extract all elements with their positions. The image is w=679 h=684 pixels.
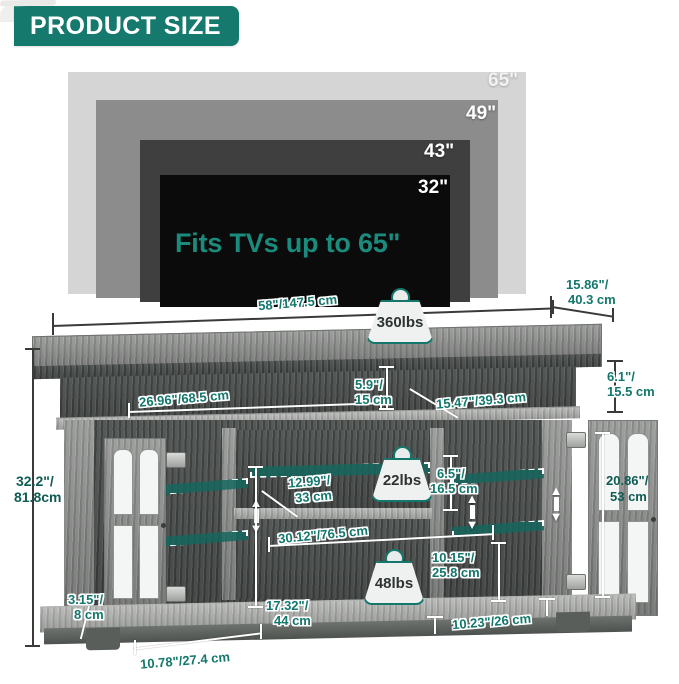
dimline-shelf-gap (450, 455, 452, 511)
tv-label-65: 65" (488, 70, 519, 91)
center-fixed-shelf (234, 508, 432, 519)
dimline-overall-width (51, 307, 552, 327)
label-door-height-line2: 53 cm (610, 489, 647, 504)
left-door-knob[interactable] (161, 523, 166, 528)
arrow-down-glyph-3: ▼ (465, 517, 479, 532)
door-pane-right-bottom (139, 525, 159, 599)
weight-badge-bottom: 48lbs (363, 549, 425, 605)
door-pane-left-top (113, 449, 133, 515)
center-divider-right (430, 428, 444, 600)
dimline-door-height (602, 432, 604, 598)
label-depth-line2: 40.3 cm (568, 292, 616, 307)
weight-label-middle: 22lbs (382, 471, 422, 489)
tick-base-right-b (546, 600, 548, 616)
tick-base-right-b-cap (539, 598, 555, 600)
arrow-down-glyph-4: ▼ (549, 509, 563, 524)
dimline-depth (551, 306, 614, 318)
label-upper-shelf-height-line1: 5.9"/ (355, 377, 383, 392)
tick-door-height-top (595, 432, 610, 434)
label-door-height-line1: 20.86"/ (606, 473, 649, 488)
banner-title: PRODUCT SIZE (30, 11, 221, 40)
tick-overall-height-top (25, 348, 40, 350)
center-divider-left (222, 428, 236, 600)
dimline-top-thickness (614, 360, 616, 412)
label-base-left-width: 10.78"/27.4 cm (139, 649, 231, 672)
tick-top-thickness-bottom (607, 411, 623, 413)
tick-center-width-left (268, 537, 270, 552)
tick-bottom-inner-bottom (248, 606, 263, 608)
tick-center-width-right (492, 525, 494, 540)
label-leg-height-line2: 8 cm (74, 607, 104, 622)
shelf-adjust-arrow-right-cabinet: ▲ ▼ (548, 483, 564, 524)
arrow-up-glyph-3: ▲ (465, 491, 479, 506)
tick-overall-width-right (550, 296, 552, 318)
tick-base-right-a-cap (427, 616, 443, 618)
dimline-overall-height (32, 348, 34, 646)
label-overall-height-line2: 81.8cm (14, 489, 62, 505)
label-bottom-inner-line1: 17.32"/ (266, 598, 309, 613)
label-overall-height-line1: 32.2"/ (16, 473, 54, 489)
left-door-hinge-top (166, 452, 186, 468)
tick-bottom-inner-top (248, 466, 263, 468)
tick-shelf-gap-bottom (443, 509, 458, 511)
tick-door-height-bottom (595, 596, 610, 598)
foot-right (556, 611, 590, 633)
right-door-hinge-bottom (566, 574, 586, 590)
product-size-banner: PRODUCT SIZE (14, 6, 239, 46)
left-side-panel (64, 420, 94, 616)
tick-upper-shelf-right (380, 395, 382, 410)
tick-shelf-gap-top (443, 455, 458, 457)
tick-overall-width-left (52, 313, 54, 335)
right-door-knob[interactable] (651, 517, 656, 522)
tick-bottom-comp-top (491, 542, 506, 544)
label-bottom-compartment-line2: 25.8 cm (432, 565, 480, 580)
label-leg-height-line1: 3.15"/ (68, 592, 104, 607)
foot-left (86, 627, 120, 651)
shelf-adjust-arrow-right: ▲ ▼ (464, 491, 480, 532)
right-door-pane-left-top (598, 433, 620, 511)
tick-bottom-comp-bottom (491, 600, 506, 602)
arrow-up-glyph-4: ▲ (549, 483, 563, 498)
label-upper-shelf-height-line2: 15 cm (355, 392, 392, 407)
fits-tvs-text: Fits TVs up to 65" (175, 228, 401, 258)
label-shelf-gap-line1: 6.5"/ (437, 466, 465, 481)
tv-label-43: 43" (424, 141, 455, 162)
label-bottom-compartment-line1: 10.15"/ (432, 550, 475, 565)
door-pane-left-bottom (113, 525, 133, 599)
tick-overall-height-bottom (25, 645, 40, 647)
tick-depth-right (612, 308, 614, 322)
tick-upper-shelf-h-top (379, 366, 394, 368)
tick-base-left-a (134, 640, 136, 655)
label-top-height-line2: 15.5 cm (607, 384, 655, 399)
right-cabinet-door[interactable] (588, 420, 658, 616)
dimline-bottom-inner-height (255, 466, 257, 608)
tv-label-32: 32" (418, 177, 449, 198)
tick-base-left-b (260, 624, 262, 639)
weight-badge-top: 360lbs (366, 288, 434, 346)
label-top-height-line1: 6.1"/ (607, 369, 635, 384)
right-door-hinge-top (566, 432, 586, 448)
weight-badge-middle: 22lbs (371, 446, 433, 502)
weight-label-bottom: 48lbs (374, 574, 414, 592)
door-pane-right-top (139, 449, 159, 515)
label-mid-shelf-depth-line2: 33 cm (294, 487, 333, 506)
tick-upper-shelf-h-bottom (379, 408, 394, 410)
tick-top-thickness-top (607, 360, 623, 362)
tv-size-32 (160, 175, 450, 307)
tv-label-49: 49" (466, 103, 497, 124)
tick-upper-shelf-left (128, 403, 130, 418)
label-shelf-gap-line2: 16.5 cm (430, 481, 478, 496)
label-bottom-inner-line2: 44 cm (274, 613, 311, 628)
dimline-upper-shelf-height (386, 366, 388, 410)
right-door-pane-right-top (627, 433, 649, 511)
tick-base-right-a (434, 618, 436, 634)
label-depth-line1: 15.86"/ (566, 277, 609, 292)
weight-label-top: 360lbs (376, 313, 424, 331)
left-door-hinge-bottom (166, 586, 186, 602)
dimline-bottom-compartment (498, 542, 500, 602)
left-cabinet-door[interactable] (104, 438, 166, 610)
right-door-pane-right-bottom (627, 521, 649, 603)
